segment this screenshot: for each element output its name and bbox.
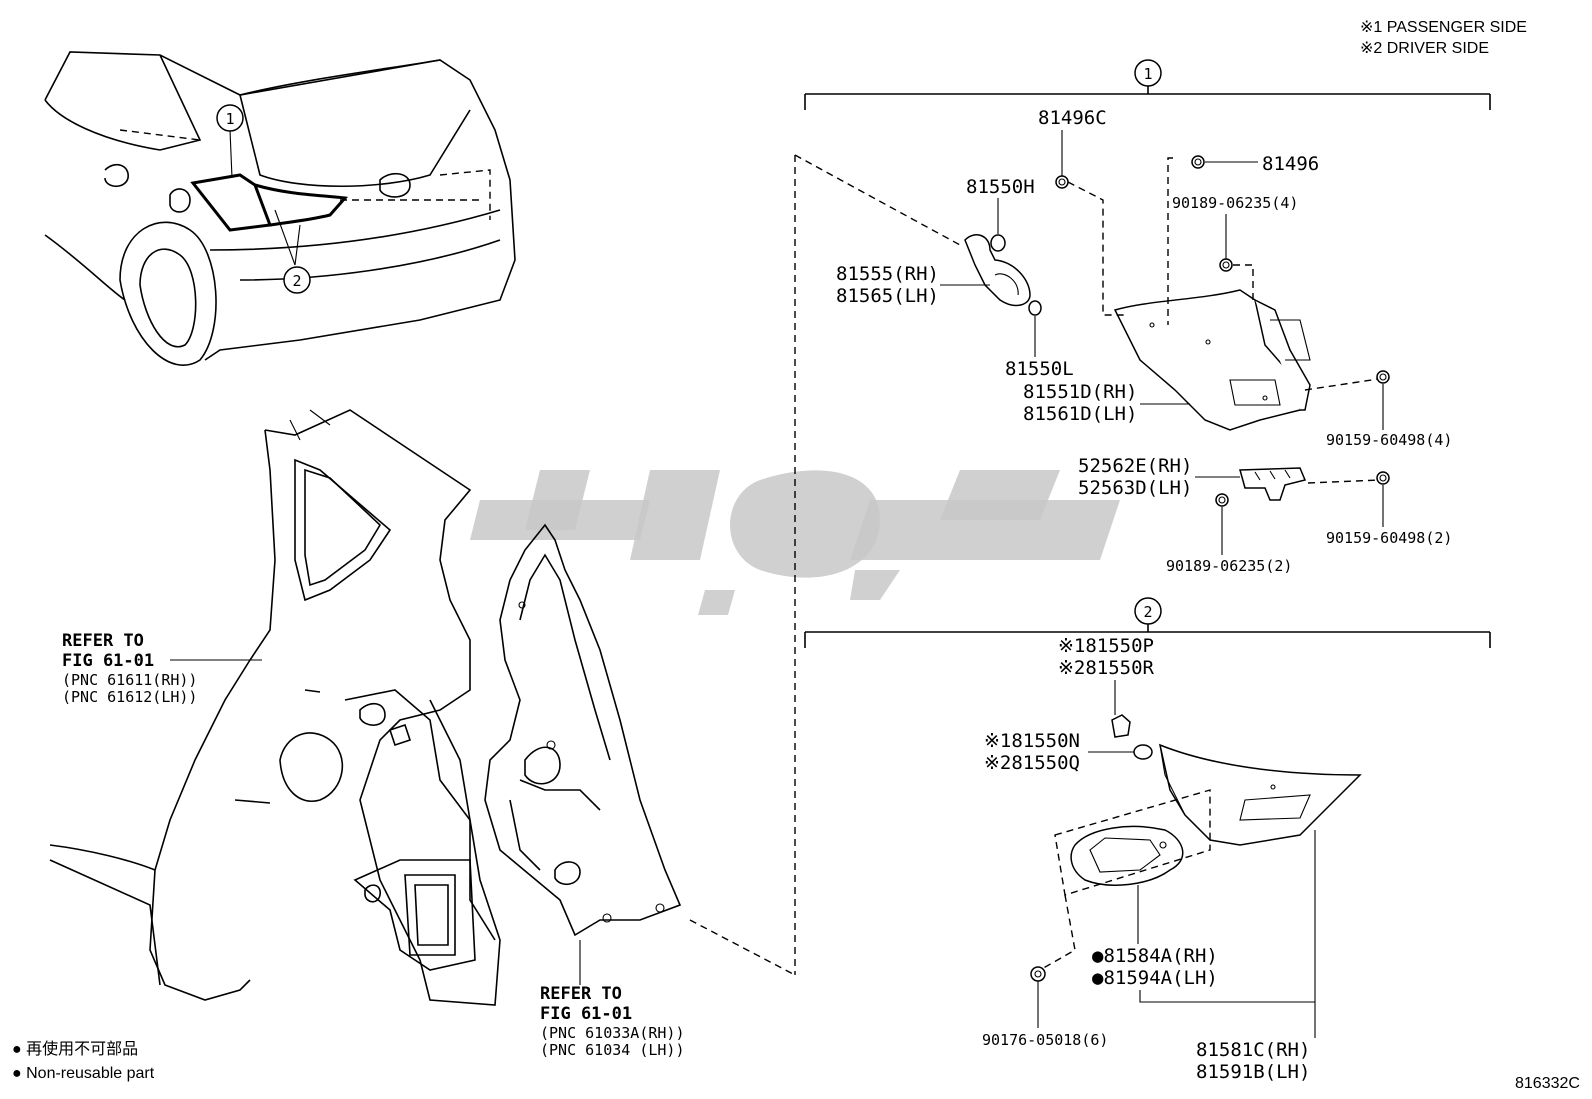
side-legend: ※1 PASSENGER SIDE ※2 DRIVER SIDE	[1360, 19, 1527, 57]
tail-lamp-outer-assembly	[1067, 157, 1386, 431]
refer2-line1: REFER TO	[540, 984, 622, 1004]
callout-1-text: 1	[225, 110, 234, 128]
label-81591B-lh: 81591B(LH)	[1196, 1061, 1310, 1083]
tail-lamp-inner-assembly	[1039, 743, 1362, 971]
refer1-line4: (PNC 61612(LH))	[62, 688, 197, 706]
projection-line-top	[794, 154, 961, 246]
label-81496C: 81496C	[1038, 107, 1107, 129]
label-81551D-rh: 81551D(RH)	[1023, 381, 1137, 403]
label-81550L: 81550L	[1005, 358, 1074, 380]
label-81555-rh: 81555(RH)	[836, 263, 939, 285]
diagram-code: 816332C	[1515, 1075, 1580, 1092]
label-81496: 81496	[1262, 153, 1319, 175]
callout-2-detail	[1134, 597, 1162, 625]
refer-to-fig-61-01-pillar: REFER TO FIG 61-01 (PNC 61033A(RH)) (PNC…	[540, 940, 685, 1059]
refer-to-fig-61-01-quarter: REFER TO FIG 61-01 (PNC 61611(RH)) (PNC …	[62, 631, 262, 706]
quarter-panel-assembly	[49, 409, 682, 1006]
fasteners-group1	[1055, 155, 1390, 507]
projection-line-bottom	[689, 919, 796, 976]
label-81565-lh: 81565(LH)	[836, 285, 939, 307]
socket-and-bulb	[964, 234, 1042, 316]
watermark-logo	[470, 470, 1120, 615]
callout-2-detail-text: 2	[1143, 603, 1152, 621]
label-81561D-lh: 81561D(LH)	[1023, 403, 1137, 425]
label-81550P: ※181550P	[1058, 635, 1154, 657]
callout-1-detail-text: 1	[1143, 65, 1152, 83]
label-81584A-rh: ●81584A(RH)	[1092, 945, 1218, 967]
non-reusable-legend-en: ● Non-reusable part	[12, 1065, 155, 1082]
group-2-labels: ※181550P ※281550R ※181550N ※281550Q ●815…	[982, 635, 1316, 1083]
label-81594A-lh: ●81594A(LH)	[1092, 967, 1218, 989]
label-52562E-rh: 52562E(RH)	[1078, 455, 1192, 477]
label-52563D-lh: 52563D(LH)	[1078, 477, 1192, 499]
label-90176-05018-6: 90176-05018(6)	[982, 1031, 1108, 1049]
refer1-line1: REFER TO	[62, 631, 144, 651]
label-90189-06235-2: 90189-06235(2)	[1166, 557, 1292, 575]
footer-legend: ● 再使用不可部品 ● Non-reusable part 816332C	[12, 1040, 1580, 1092]
callout-2-overview	[283, 266, 311, 294]
label-90189-06235-4: 90189-06235(4)	[1172, 194, 1298, 212]
label-81550R: ※281550R	[1058, 657, 1155, 679]
refer2-line2: FIG 61-01	[540, 1004, 632, 1024]
label-81550N: ※181550N	[984, 730, 1080, 752]
refer2-line4: (PNC 61034 (LH))	[540, 1041, 685, 1059]
group-1-bracket: 1	[804, 59, 1491, 110]
refer2-line3: (PNC 61033A(RH))	[540, 1024, 685, 1042]
group-2-bracket: 2	[804, 597, 1491, 648]
callout-1-detail	[1134, 59, 1162, 87]
refer1-line3: (PNC 61611(RH))	[62, 671, 197, 689]
refer1-line2: FIG 61-01	[62, 651, 154, 671]
label-81581C-rh: 81581C(RH)	[1196, 1039, 1310, 1061]
group-1-labels: 81496C 81496 90189-06235(4) 81550H 81555…	[836, 107, 1452, 575]
callout-2-text: 2	[292, 272, 301, 290]
label-90159-60498-2: 90159-60498(2)	[1326, 529, 1452, 547]
callout-1-overview	[216, 104, 244, 132]
fasteners-group2	[1030, 714, 1153, 982]
lamp-bracket	[1239, 467, 1381, 501]
label-81550Q: ※281550Q	[984, 752, 1080, 774]
car-rear-overview: 1 2	[44, 51, 516, 366]
label-90159-60498-4: 90159-60498(4)	[1326, 431, 1452, 449]
legend-passenger-side: ※1 PASSENGER SIDE	[1360, 19, 1527, 36]
legend-driver-side: ※2 DRIVER SIDE	[1360, 40, 1489, 57]
label-81550H: 81550H	[966, 176, 1035, 198]
non-reusable-legend-jp: ● 再使用不可部品	[12, 1040, 138, 1058]
